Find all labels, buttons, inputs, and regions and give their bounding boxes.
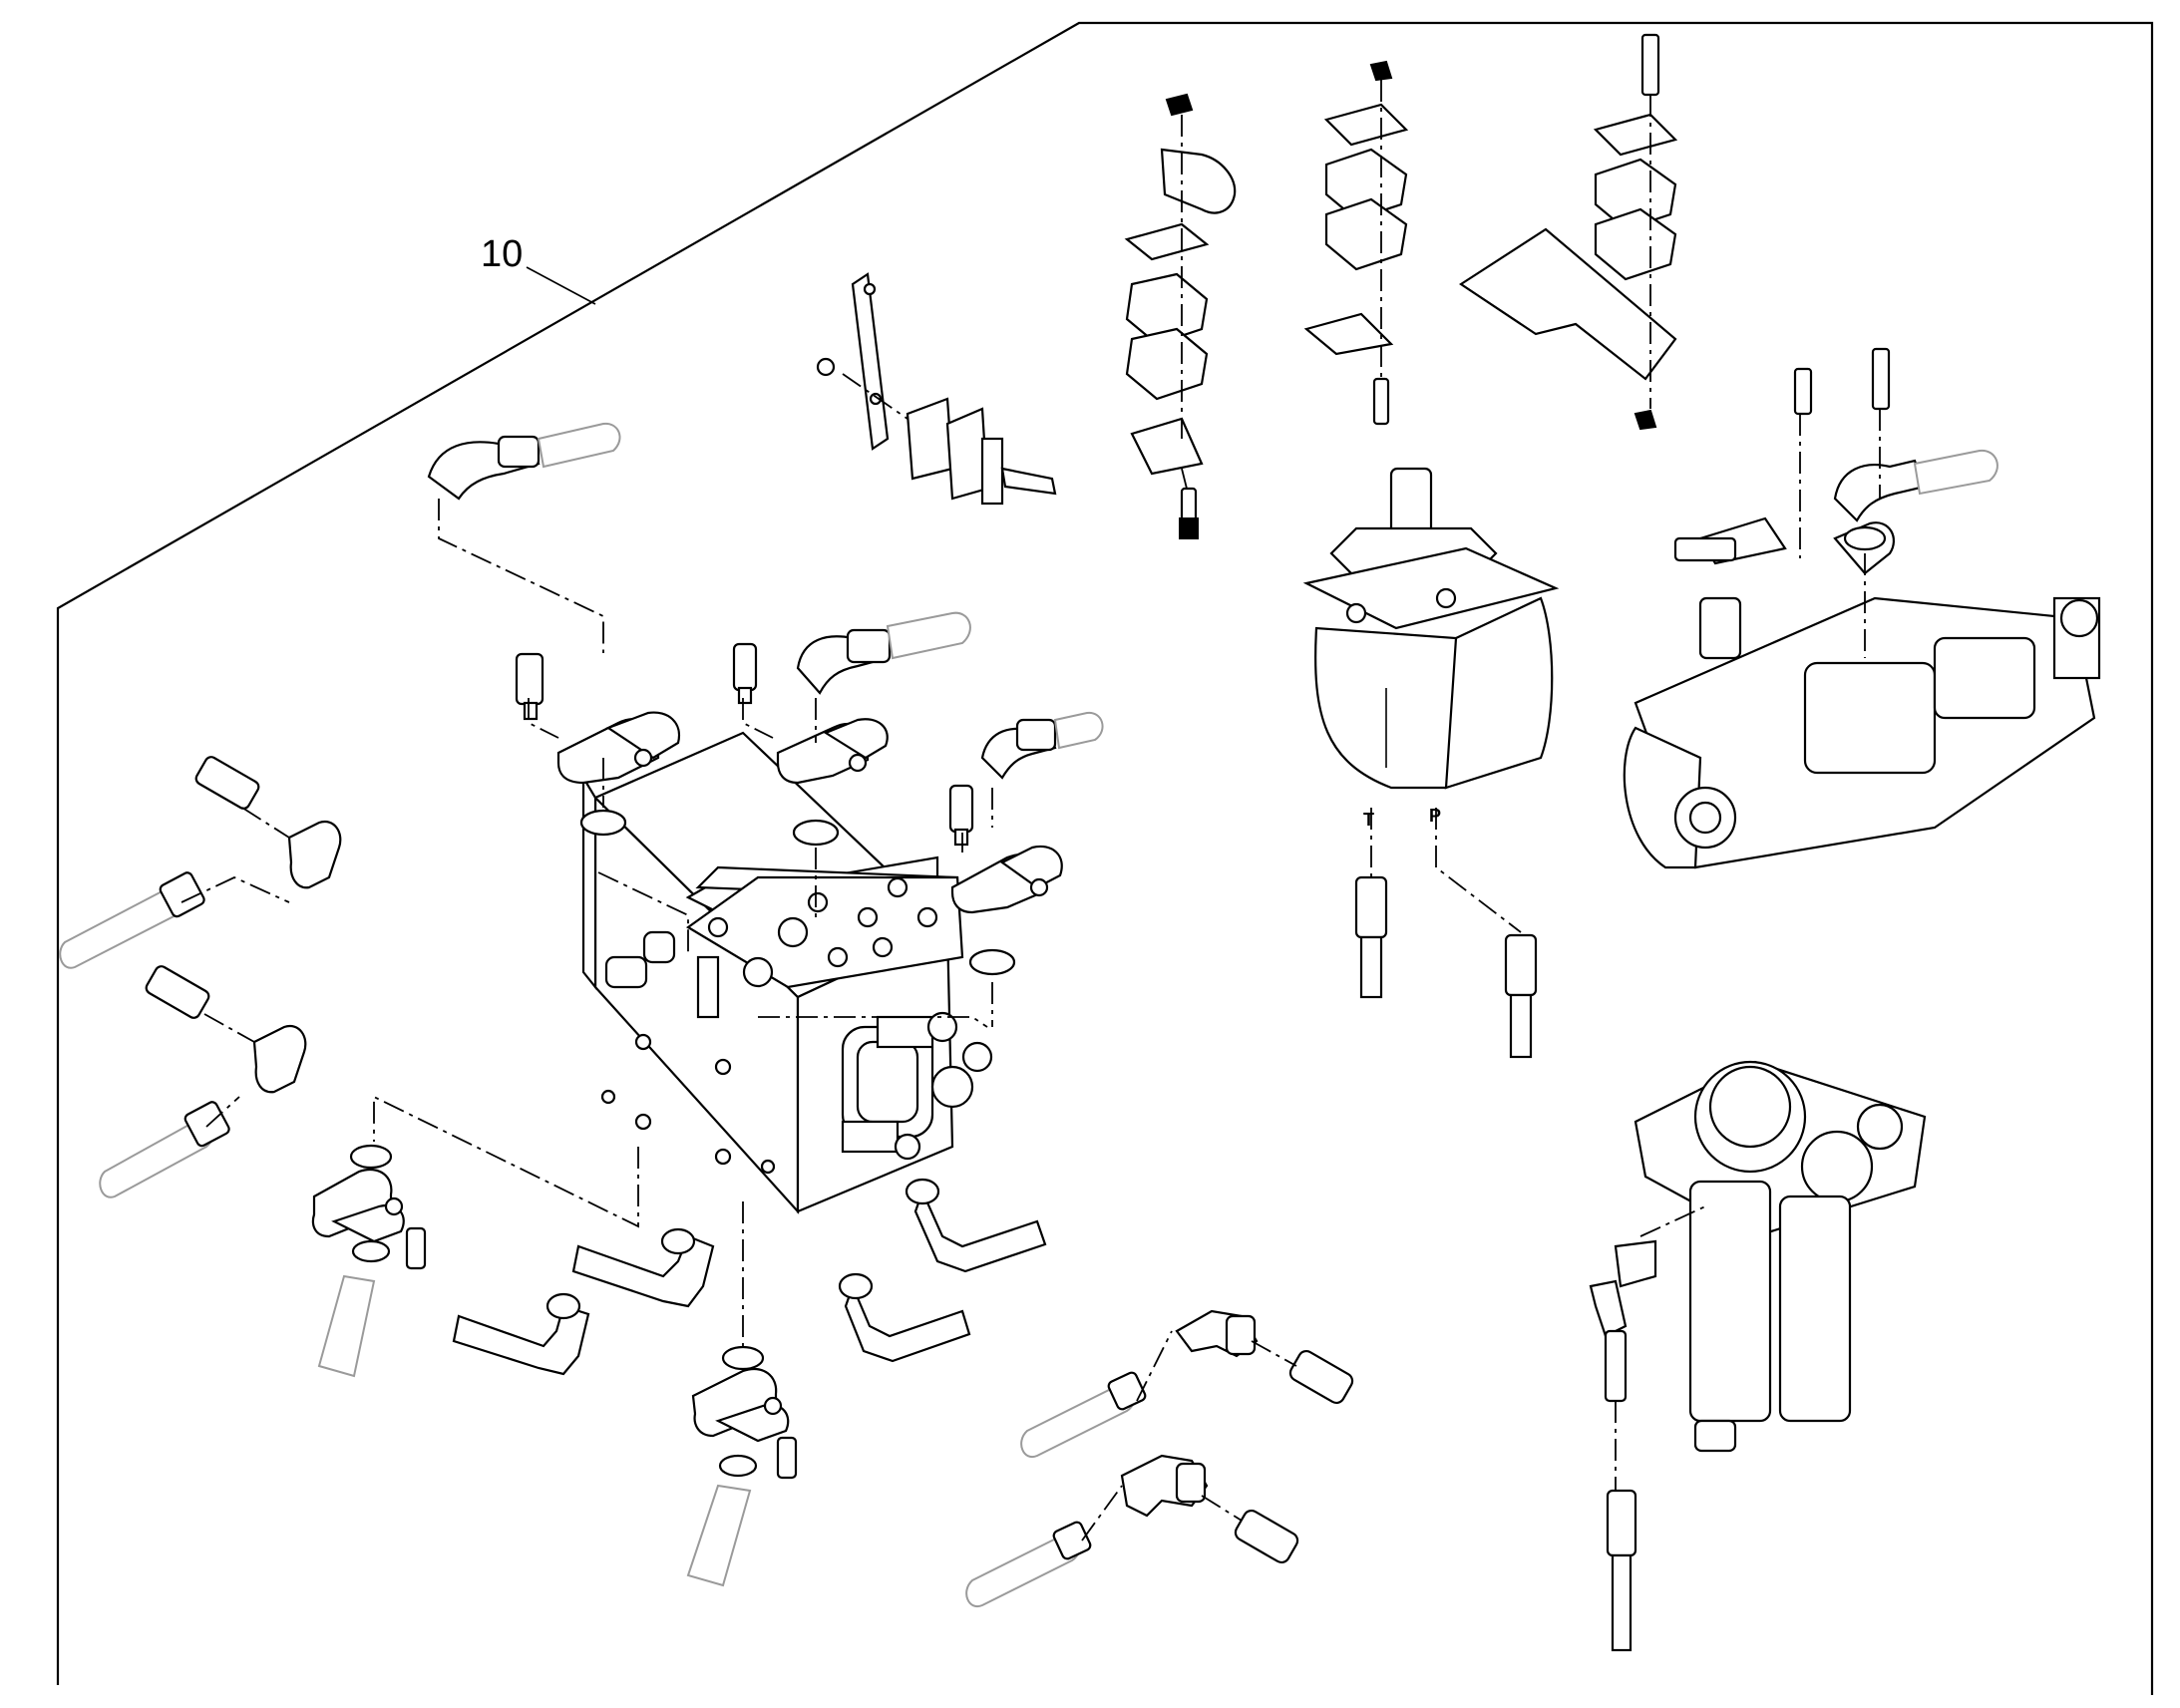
port-label-tank: T bbox=[1363, 810, 1374, 830]
control-valve-block bbox=[581, 731, 993, 1214]
elbow-fitting-bottom bbox=[1020, 1309, 1354, 1459]
pipe-clamp-stack-3 bbox=[1458, 33, 1678, 431]
return-filter bbox=[1589, 1060, 1927, 1652]
flange-clamp-top-left bbox=[515, 652, 681, 837]
gear-pump bbox=[1302, 467, 1560, 790]
bracket-strap bbox=[816, 272, 1057, 506]
flange-clamp-bottom-center bbox=[691, 1345, 798, 1480]
assembly-frame bbox=[56, 21, 2154, 1695]
fitting-left-upper bbox=[59, 756, 342, 969]
fitting-left-lower bbox=[99, 965, 307, 1198]
hose-top-left bbox=[427, 422, 621, 501]
flange-clamp-bottom-left bbox=[311, 1144, 427, 1270]
hose-bottom-group bbox=[317, 1178, 1047, 1587]
callout-leader bbox=[526, 266, 596, 305]
hose-top-center bbox=[796, 611, 971, 695]
piston-pump bbox=[1623, 347, 2101, 869]
tee-fitting-bottom bbox=[965, 1454, 1299, 1608]
pump-hoses bbox=[1354, 875, 1538, 1059]
callout-number: 10 bbox=[481, 233, 523, 275]
hose-top-right bbox=[980, 711, 1104, 780]
assembly-lines bbox=[181, 80, 1881, 1541]
pipe-clamp-stack-2 bbox=[1303, 60, 1409, 426]
pipe-clamp-stack-1 bbox=[1124, 93, 1237, 539]
flange-clamp-top-center bbox=[732, 642, 889, 847]
port-label-pressure: P bbox=[1429, 806, 1441, 826]
flange-clamp-right bbox=[948, 784, 1063, 976]
